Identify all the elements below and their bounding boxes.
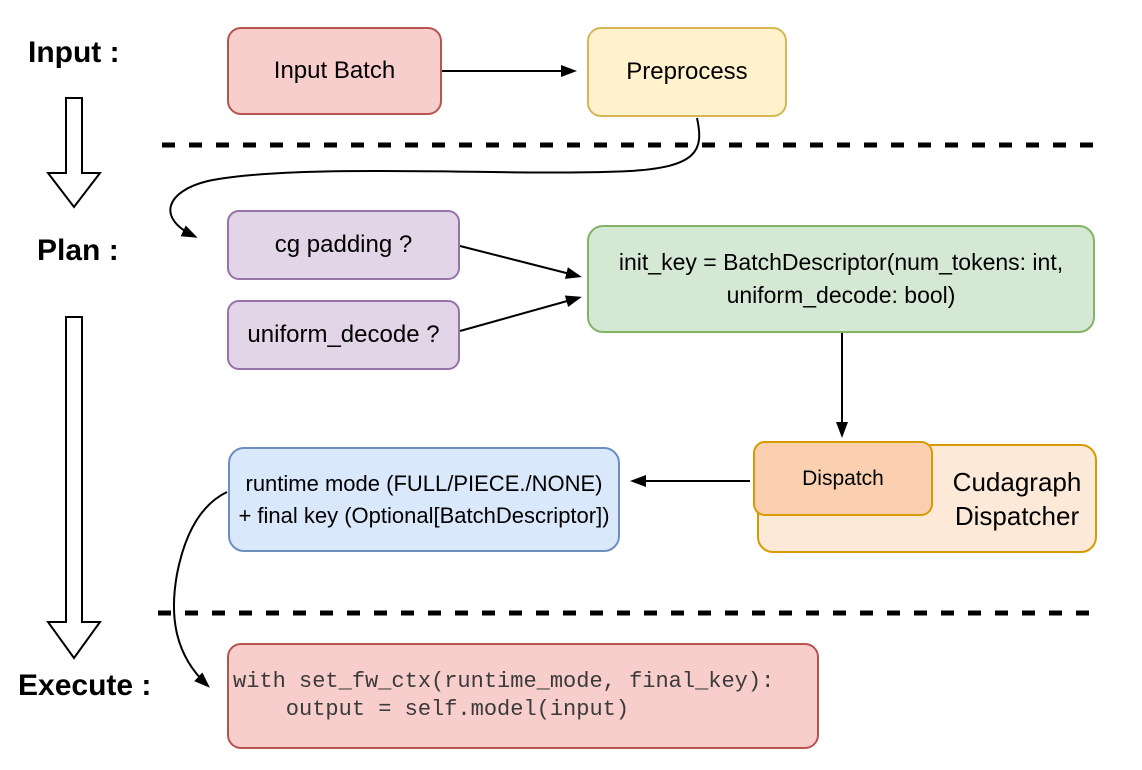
stage-label-input: Input : (28, 36, 120, 69)
stage-label-plan: Plan : (37, 234, 119, 267)
arrow-preprocess-to-cgpadding (169, 117, 701, 238)
node-runtime-mode: runtime mode (FULL/PIECE./NONE) + final … (228, 447, 620, 552)
arrow-cgpadding-to-initkey (459, 245, 582, 279)
node-cudagraph-dispatcher-label: Cudagraph Dispatcher (935, 446, 1099, 551)
node-uniform-decode-label: uniform_decode ? (247, 321, 440, 349)
hollow-arrow-plan-to-execute (46, 316, 102, 660)
node-cudagraph-dispatcher-line1: Cudagraph (952, 466, 1082, 497)
node-runtime-mode-line2: + final key (Optional[BatchDescriptor]) (238, 502, 610, 528)
node-init-key: init_key = BatchDescriptor(num_tokens: i… (587, 225, 1095, 333)
node-input-batch: Input Batch (227, 27, 442, 115)
node-dispatch: Dispatch (753, 441, 933, 516)
node-preprocess: Preprocess (587, 27, 787, 117)
stage-label-execute: Execute : (18, 669, 152, 702)
arrow-uniformdecode-to-initkey (459, 295, 582, 332)
node-execute-code-line2: output = self.model(input) (233, 697, 630, 722)
node-runtime-mode-line1: runtime mode (FULL/PIECE./NONE) (245, 470, 603, 496)
hollow-arrow-input-to-plan (45, 97, 103, 209)
node-execute-code: with set_fw_ctx(runtime_mode, final_key)… (227, 643, 819, 749)
node-cg-padding: cg padding ? (227, 210, 460, 280)
node-cudagraph-dispatcher-line2: Dispatcher (954, 500, 1080, 531)
node-init-key-line2: uniform_decode: bool) (726, 282, 956, 308)
node-dispatch-label: Dispatch (802, 466, 884, 490)
node-execute-code-line1: with set_fw_ctx(runtime_mode, final_key)… (233, 669, 775, 694)
node-cg-padding-label: cg padding ? (274, 231, 413, 259)
node-uniform-decode: uniform_decode ? (227, 300, 460, 370)
arrow-runtime-to-code (172, 491, 228, 688)
node-init-key-line1: init_key = BatchDescriptor(num_tokens: i… (618, 249, 1064, 275)
node-preprocess-label: Preprocess (626, 58, 748, 86)
node-input-batch-label: Input Batch (273, 57, 396, 85)
